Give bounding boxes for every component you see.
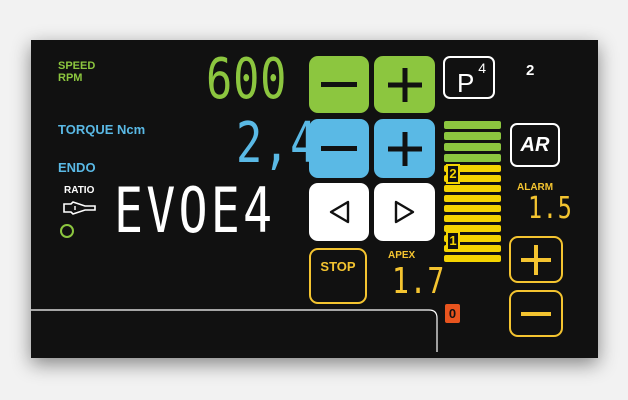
apex-label: APEX: [388, 250, 416, 261]
file-code-readout: EVOE4: [114, 174, 276, 247]
apex-bar-yellow: [444, 205, 501, 212]
endo-label: ENDO: [58, 160, 96, 175]
apex-marker-2: 2: [446, 164, 460, 184]
alarm-readout: 1.5: [528, 191, 573, 226]
control-panel: SPEED RPM TORQUE Ncm ENDO RATIO 600 2,4 …: [31, 40, 598, 358]
apex-marker-0: 0: [445, 304, 460, 323]
next-file-button[interactable]: [374, 183, 435, 241]
apex-bar-green: [444, 154, 501, 162]
bottom-divider: [31, 309, 438, 352]
apex-bar-yellow: [444, 175, 501, 182]
alarm-label: ALARM: [517, 182, 554, 193]
stop-label: STOP: [320, 259, 356, 274]
status-indicator-icon: [60, 224, 74, 238]
program-button[interactable]: P 4: [443, 56, 495, 99]
apex-bar-green: [444, 121, 501, 129]
torque-minus-button[interactable]: [309, 119, 369, 178]
plus-icon: [387, 67, 422, 102]
apex-marker-1: 1: [446, 231, 460, 251]
minus-icon: [321, 81, 357, 87]
stop-button[interactable]: STOP: [309, 248, 367, 304]
apex-bar-yellow: [444, 215, 501, 222]
program-letter: P: [457, 68, 475, 98]
speed-minus-button[interactable]: [309, 56, 369, 113]
torque-label: TORQUE Ncm: [58, 122, 146, 137]
apex-bar-yellow: [444, 225, 501, 232]
rpm-label: RPM: [58, 72, 83, 84]
apex-bar-yellow: [444, 235, 501, 242]
auto-reverse-button[interactable]: AR: [510, 123, 560, 167]
apex-bar-yellow: [444, 245, 501, 252]
plus-icon: [521, 244, 551, 275]
triangle-right-icon: [394, 200, 414, 224]
apex-bar-green: [444, 143, 501, 151]
apex-bar-yellow: [444, 185, 501, 192]
apex-bar-yellow: [444, 255, 501, 262]
apex-bar-green: [444, 132, 501, 140]
previous-file-button[interactable]: [309, 183, 369, 241]
apex-bar-yellow: [444, 165, 501, 172]
speed-label: SPEED: [58, 60, 96, 72]
minus-icon: [521, 311, 551, 316]
speed-readout: 600: [206, 47, 288, 112]
handpiece-icon: [63, 201, 96, 215]
program-number: 4: [478, 60, 486, 76]
triangle-left-icon: [329, 200, 350, 224]
plus-icon: [387, 131, 422, 166]
torque-readout: 2,4: [236, 111, 318, 176]
apex-bar-graph: 2 1: [444, 121, 501, 271]
apex-readout: 1.7: [392, 261, 446, 302]
minus-icon: [321, 145, 357, 151]
memory-number: 2: [526, 62, 535, 79]
ar-label: AR: [520, 133, 550, 156]
ratio-label: RATIO: [64, 185, 95, 196]
alarm-plus-button[interactable]: [509, 236, 563, 283]
alarm-minus-button[interactable]: [509, 290, 563, 337]
apex-bar-yellow: [444, 195, 501, 202]
torque-plus-button[interactable]: [374, 119, 435, 178]
speed-plus-button[interactable]: [374, 56, 435, 113]
